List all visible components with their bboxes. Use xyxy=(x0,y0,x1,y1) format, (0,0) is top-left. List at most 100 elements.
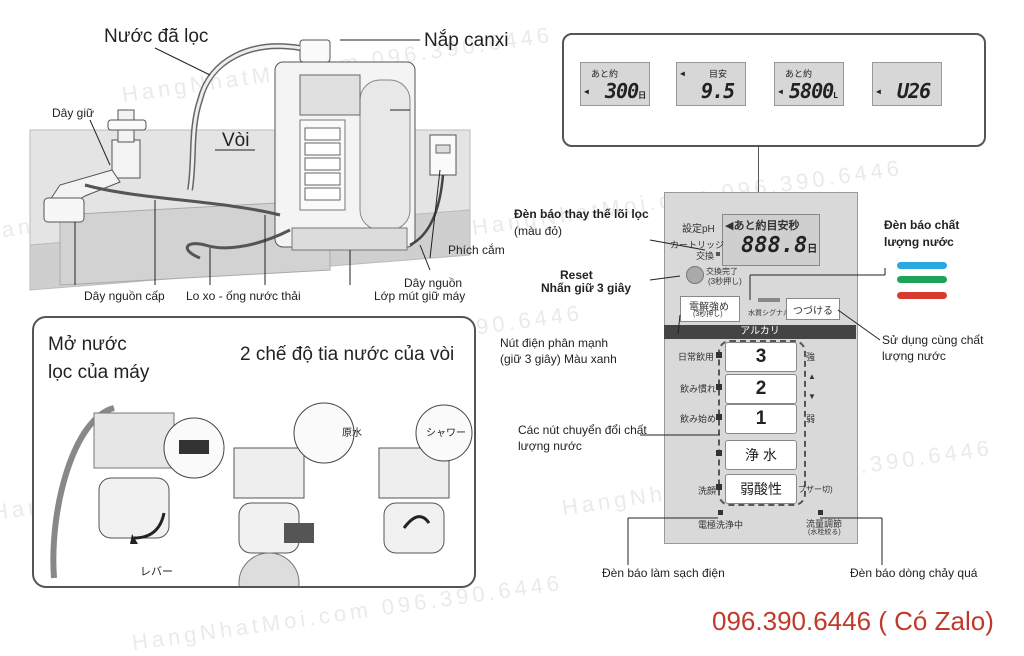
reset-button[interactable] xyxy=(686,266,704,284)
lcd-arrow-icon: ◀ xyxy=(876,87,881,96)
annotation-quality-2: lượng nước xyxy=(884,235,954,249)
annotation-reset-1: Reset xyxy=(560,268,593,282)
flow-adjust-label: 流量調節 xyxy=(806,519,843,529)
quality-green-indicator xyxy=(897,276,947,283)
lcd-unit: L xyxy=(833,91,838,100)
label-supply-hose: Dây nguồn cấp xyxy=(84,289,165,303)
continue-label: つづける xyxy=(793,306,833,317)
label-power-cord: Dây nguồn xyxy=(404,276,463,290)
indicator-purified-icon xyxy=(716,450,722,456)
alkali-bar: アルカリ xyxy=(664,325,856,339)
annotation-continue-1: Sử dụng cùng chất xyxy=(882,333,984,347)
display-header: ◀あと約目安秒 xyxy=(725,220,800,232)
label-faucet: Vòi xyxy=(222,130,250,151)
lcd-example-3: あと約 ◀ 5800L xyxy=(774,62,844,106)
lcd-top-text: あと約 xyxy=(591,70,619,80)
indicator-1-icon xyxy=(716,414,722,420)
annotation-flow: Đèn báo dòng chảy quá xyxy=(850,566,978,580)
reset-label-2: (3秒押し) xyxy=(708,277,742,286)
lcd-number: 9.5 xyxy=(701,79,735,103)
annotation-switch-2: lượng nước xyxy=(518,439,582,453)
lcd-value: 300日 xyxy=(605,79,646,103)
signal-label: 水質シグナル xyxy=(748,310,790,317)
lever-label: レバー xyxy=(140,566,173,578)
lcd-top-text: 目安 xyxy=(709,70,728,80)
strong-label: 強 xyxy=(806,352,816,362)
annotation-electrode-clean: Đèn báo làm sạch điện xyxy=(602,566,725,580)
level-3-button[interactable]: 3 xyxy=(725,342,797,372)
level-2-button[interactable]: 2 xyxy=(725,374,797,404)
lcd-value: U26 xyxy=(897,79,931,103)
weak-label: 弱 xyxy=(806,414,816,424)
lcd-arrow-icon: ◀ xyxy=(778,87,783,96)
wash-label: 洗顔 xyxy=(698,486,717,496)
annotation-switch-1: Các nút chuyển đổi chất xyxy=(518,423,647,437)
main-display: ◀あと約目安秒 888.8日 xyxy=(722,214,820,266)
buzzer-off-label: ブザー切) xyxy=(798,485,833,494)
lcd-number: 5800 xyxy=(789,79,834,103)
flow-sub-label: (水栓絞る) xyxy=(808,529,841,536)
tag-purified: 浄水 xyxy=(214,442,234,453)
cartridge-label-1: カートリッジ xyxy=(670,240,725,250)
label-filtered-water: Nước đã lọc xyxy=(104,26,209,47)
up-arrow-icon: ▲ xyxy=(808,372,816,381)
daily-use-label: 日常飲用 xyxy=(678,352,715,362)
mode-group-outline xyxy=(718,340,806,506)
annotation-filter-indicator-2: (màu đỏ) xyxy=(514,224,563,238)
lcd-example-2: 目安 ◀ 9.5 xyxy=(676,62,746,106)
label-foam-layer: Lớp mút giữ máy xyxy=(374,289,466,303)
annotation-quality-1: Đèn báo chất xyxy=(884,218,960,232)
electrolysis-sub: (3秒押し) xyxy=(693,311,723,318)
annotation-electrolysis-1: Nút điện phân mạnh xyxy=(500,336,609,350)
lcd-arrow-icon: ◀ xyxy=(584,87,589,96)
cartridge-indicator-icon xyxy=(716,252,720,256)
lcd-value: 9.5 xyxy=(701,79,735,103)
display-value: 888.8日 xyxy=(741,233,817,258)
tag-raw: 原水 xyxy=(342,428,362,439)
weak-acid-button[interactable]: 弱酸性 xyxy=(725,474,797,504)
indicator-3-icon xyxy=(716,352,722,358)
faucet-mode-illustrations xyxy=(50,402,473,586)
purified-button[interactable]: 浄 水 xyxy=(725,440,797,470)
annotation-continue-2: lượng nước xyxy=(882,349,946,363)
indicator-2-icon xyxy=(716,384,722,390)
continue-button[interactable]: つづける xyxy=(786,298,840,320)
indicator-acid-icon xyxy=(716,484,722,490)
drink-start-label: 飲み始め xyxy=(680,414,717,424)
electrode-clean-label: 電極洗浄中 xyxy=(698,520,744,530)
setting-ph-label: 設定pH xyxy=(682,224,715,235)
display-number: 888.8 xyxy=(741,233,808,258)
annotation-reset-2: Nhấn giữ 3 giây xyxy=(541,281,632,295)
electrolysis-label: 電解強め xyxy=(689,302,729,313)
label-calcium-cap: Nắp canxi xyxy=(424,30,509,51)
annotation-leaders xyxy=(627,239,886,565)
level-1-button[interactable]: 1 xyxy=(725,404,797,434)
lcd-number: 300 xyxy=(605,79,639,103)
label-drain-hose: Lo xo - ống nước thải xyxy=(186,289,301,303)
connector-line xyxy=(758,145,759,193)
annotation-electrolysis-2: (giữ 3 giây) Màu xanh xyxy=(500,352,617,366)
display-unit: 日 xyxy=(807,244,818,255)
cartridge-label-2: 交換 xyxy=(696,251,715,261)
electrolysis-button[interactable]: 電解強め (3秒押し) xyxy=(680,296,740,322)
electrode-indicator-icon xyxy=(718,510,723,515)
faucet-modes-inset: Mở nước lọc của máy 2 chế độ tia nước củ… xyxy=(32,316,476,588)
reset-label-1: 交換完了 xyxy=(706,267,738,276)
installation-diagram xyxy=(29,39,471,291)
lcd-example-4: ◀ U26 xyxy=(872,62,942,106)
label-holder-wire: Dây giữ xyxy=(52,106,95,120)
label-plug: Phích cắm xyxy=(448,243,505,257)
annotation-filter-indicator-1: Đèn báo thay thế lõi lọc xyxy=(514,207,649,221)
drink-used-label: 飲み慣れ xyxy=(680,384,717,394)
tag-shower: シャワー xyxy=(426,428,466,439)
down-arrow-icon: ▼ xyxy=(808,392,816,401)
quality-blue-indicator xyxy=(897,262,947,269)
lcd-unit: 日 xyxy=(638,91,646,100)
footer-phone: 096.390.6446 ( Có Zalo) xyxy=(712,606,994,636)
alkali-label: アルカリ xyxy=(740,326,780,337)
inset-subtitle: 2 chế độ tia nước của vòi xyxy=(240,344,455,365)
flow-indicator-icon xyxy=(818,510,823,515)
lcd-example-1: あと約 ◀ 300日 xyxy=(580,62,650,106)
lcd-number: U26 xyxy=(897,79,931,103)
lcd-top-text: あと約 xyxy=(785,70,813,80)
